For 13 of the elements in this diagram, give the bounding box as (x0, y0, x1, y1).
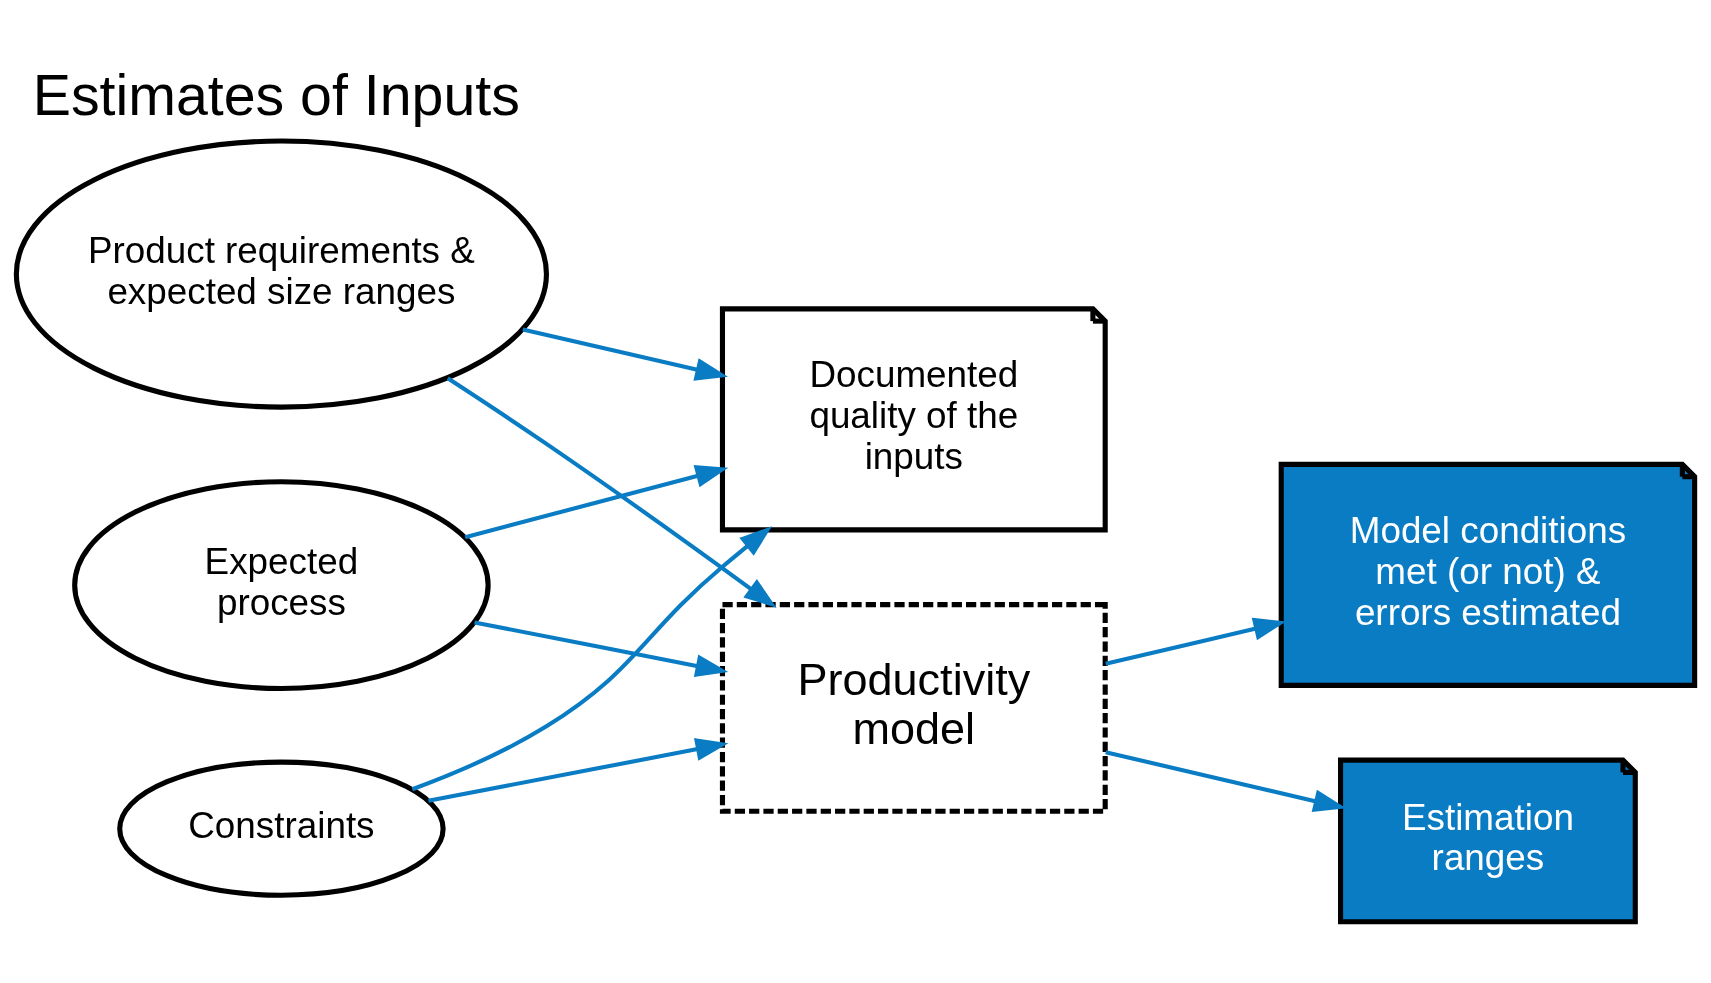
arrow (1105, 750, 1347, 813)
diagram-title: Estimates of Inputs (32, 63, 520, 128)
node-ellipse: Product requirements & expected size ranges (13, 138, 549, 410)
arrow (428, 738, 729, 803)
arrow (474, 620, 729, 678)
arrow (411, 526, 773, 792)
arrow (446, 376, 777, 608)
arrow (1105, 617, 1287, 666)
arrow (464, 465, 729, 540)
node-box: Productivity model (719, 602, 1108, 814)
arrow (522, 327, 728, 381)
node-ellipse: Constraints (117, 759, 446, 898)
node-ellipse: Expected process (72, 479, 491, 692)
